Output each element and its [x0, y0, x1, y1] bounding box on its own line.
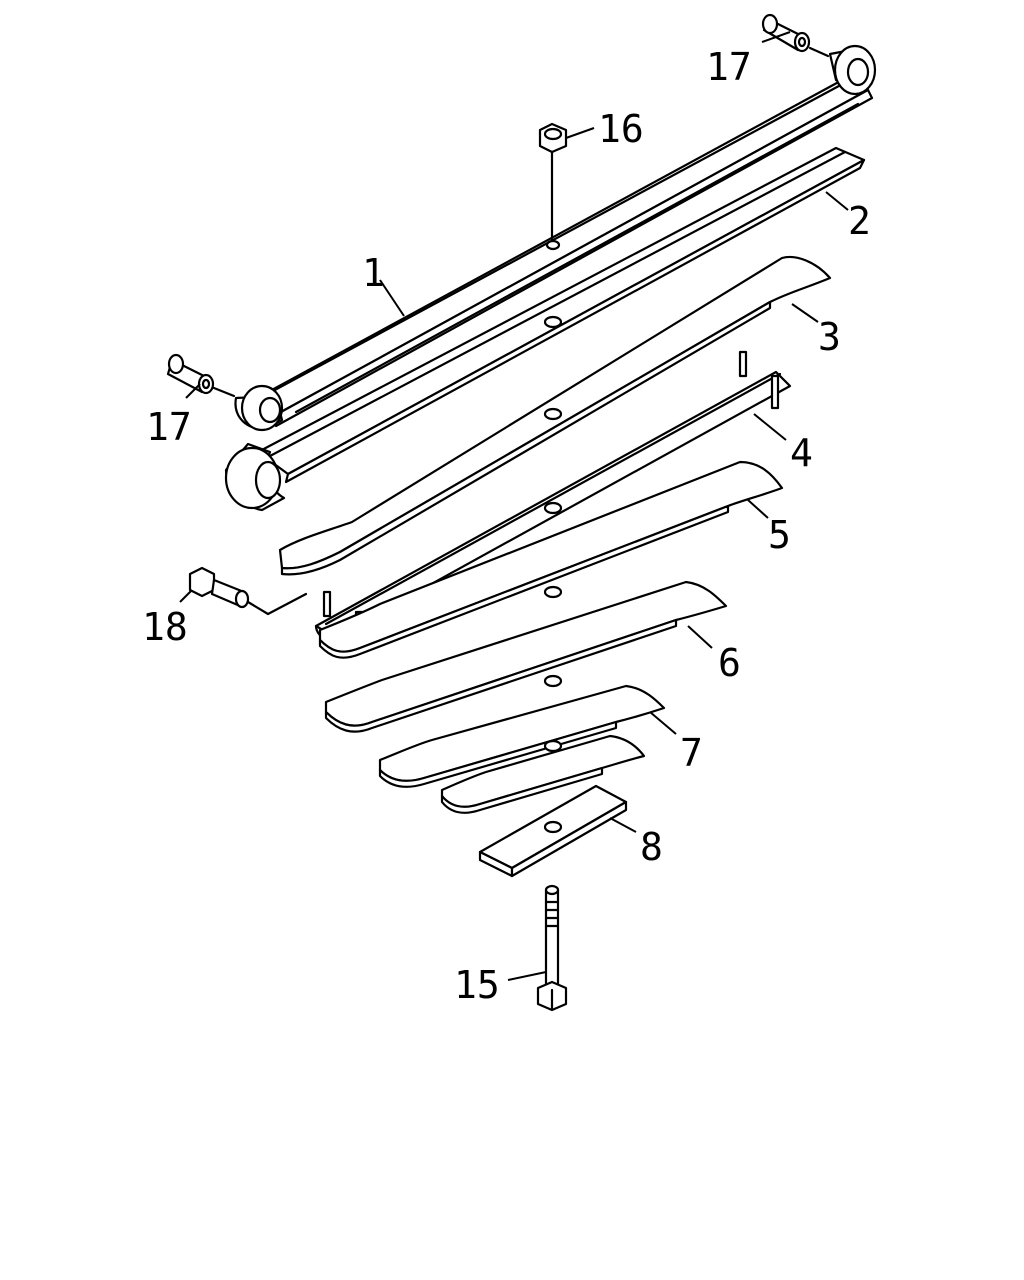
leaf-7[interactable]: [378, 684, 666, 788]
clip-bolt[interactable]: [188, 566, 308, 616]
centre-bolt[interactable]: [536, 884, 568, 1012]
callout-16: 16: [598, 107, 644, 151]
leaf-2[interactable]: [224, 146, 866, 512]
leader-lines: [179, 31, 849, 981]
callout-6: 6: [718, 641, 741, 685]
leaf-6[interactable]: [324, 580, 728, 733]
callout-2: 2: [848, 199, 871, 243]
spacer-plate[interactable]: [478, 784, 628, 878]
leaf-5[interactable]: [318, 460, 784, 659]
centre-nut[interactable]: [538, 122, 568, 242]
callout-17-top: 17: [706, 45, 752, 89]
callout-5: 5: [768, 513, 791, 557]
callout-15: 15: [454, 963, 500, 1007]
bushing-left[interactable]: [166, 353, 236, 398]
callout-17-left: 17: [146, 405, 192, 449]
callout-3: 3: [818, 315, 841, 359]
callout-18: 18: [142, 605, 188, 649]
callout-1: 1: [362, 251, 385, 295]
callout-4: 4: [790, 431, 813, 475]
callout-numbers: 1 2 3 4 5 6 7 8 15 16 17 17 18: [142, 45, 871, 1007]
callout-8: 8: [640, 825, 663, 869]
bushing-top-right[interactable]: [761, 13, 830, 58]
main-leaf[interactable]: [234, 44, 877, 432]
leaf-7-short[interactable]: [440, 734, 646, 814]
leaf-3[interactable]: [278, 255, 832, 576]
callout-7: 7: [680, 731, 703, 775]
